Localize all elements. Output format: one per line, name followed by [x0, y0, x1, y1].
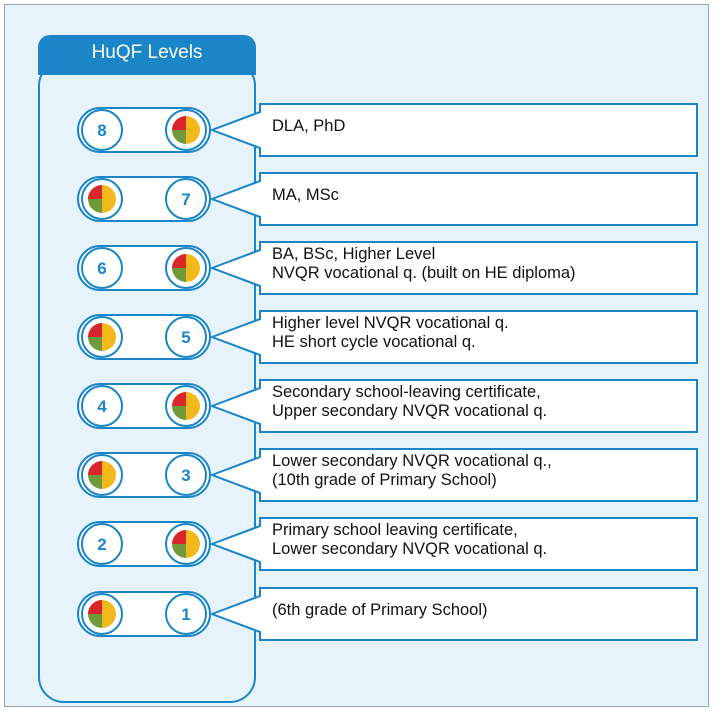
badge-segment [88, 323, 102, 337]
qualification-line: Higher level NVQR vocational q. [272, 314, 509, 332]
badge-segment [102, 614, 116, 628]
qualification-label: Lower secondary NVQR vocational q.,(10th… [272, 452, 692, 490]
level-number-circle [165, 454, 207, 496]
badge-segment [186, 268, 200, 282]
qualification-label: Primary school leaving certificate,Lower… [272, 521, 692, 559]
qualification-line: (10th grade of Primary School) [272, 471, 497, 489]
badge-segment [186, 530, 200, 544]
qualification-label: Higher level NVQR vocational q.HE short … [272, 314, 692, 352]
header-title: HuQF Levels [91, 42, 203, 63]
level-number: 8 [97, 121, 106, 140]
level-number: 7 [181, 190, 190, 209]
badge-segment [102, 185, 116, 199]
badge-segments [172, 116, 200, 144]
badge-segment [186, 544, 200, 558]
badge-segment [102, 323, 116, 337]
qualification-line: Lower secondary NVQR vocational q., [272, 452, 552, 470]
qualification-line: Lower secondary NVQR vocational q. [272, 540, 548, 558]
qualification-callout [209, 448, 698, 502]
qualification-line: HE short cycle vocational q. [272, 333, 476, 351]
badge-segment [186, 392, 200, 406]
level-number-circle [81, 109, 123, 151]
qualification-line: BA, BSc, Higher Level [272, 245, 436, 263]
qualification-line: NVQR vocational q. (built on HE diploma) [272, 264, 576, 282]
badge-segment [88, 461, 102, 475]
qualification-line: Primary school leaving certificate, [272, 521, 518, 539]
qualification-callout [209, 310, 698, 364]
level-number-circle [165, 316, 207, 358]
level-number-circle [81, 523, 123, 565]
badge-segment [102, 337, 116, 351]
qualification-callout [209, 379, 698, 433]
badge-segments [88, 323, 116, 351]
badge-segment [102, 199, 116, 213]
qualification-callout [209, 517, 698, 571]
qualification-line: Upper secondary NVQR vocational q. [272, 402, 548, 420]
badge-segments [172, 392, 200, 420]
badge-segment [186, 406, 200, 420]
badge-segment [172, 254, 186, 268]
badge-segment [186, 254, 200, 268]
badge-segment [88, 185, 102, 199]
badge-segment [88, 337, 102, 351]
qualification-line: MA, MSc [272, 185, 339, 204]
badge-segment [172, 544, 186, 558]
level-number: 5 [181, 328, 190, 347]
qualification-label: DLA, PhD [272, 117, 692, 136]
badge-segment [172, 392, 186, 406]
badge-segment [172, 530, 186, 544]
qualification-label: (6th grade of Primary School) [272, 601, 692, 620]
badge-segment [172, 116, 186, 130]
badge-segment [88, 199, 102, 213]
badge-segment [186, 116, 200, 130]
badge-segment [172, 406, 186, 420]
badge-segment [88, 614, 102, 628]
qualification-label: Secondary school-leaving certificate,Upp… [272, 383, 692, 421]
badge-segment [102, 475, 116, 489]
badge-segment [88, 600, 102, 614]
badge-segment [102, 600, 116, 614]
header-tab [38, 35, 256, 75]
level-number: 3 [181, 466, 190, 485]
qualification-line: DLA, PhD [272, 116, 346, 135]
qualification-callout [209, 172, 698, 226]
badge-segment [172, 268, 186, 282]
badge-segments [172, 530, 200, 558]
level-number: 1 [181, 605, 190, 624]
level-number-circle [165, 178, 207, 220]
badge-segments [88, 600, 116, 628]
badge-segments [88, 461, 116, 489]
level-number-circle [165, 593, 207, 635]
qualification-callout [209, 103, 698, 157]
qualification-line: (6th grade of Primary School) [272, 600, 488, 619]
qualification-callout [209, 241, 698, 295]
level-number: 6 [97, 259, 106, 278]
level-number: 2 [97, 535, 106, 554]
level-number: 4 [97, 397, 107, 416]
badge-segment [172, 130, 186, 144]
level-number-circle [81, 385, 123, 427]
badge-segments [88, 185, 116, 213]
qualification-callout [209, 587, 698, 641]
badge-segments [172, 254, 200, 282]
qualification-label: MA, MSc [272, 186, 692, 205]
badge-segment [88, 475, 102, 489]
badge-segment [186, 130, 200, 144]
qualification-line: Secondary school-leaving certificate, [272, 383, 541, 401]
level-number-circle [81, 247, 123, 289]
badge-segment [102, 461, 116, 475]
